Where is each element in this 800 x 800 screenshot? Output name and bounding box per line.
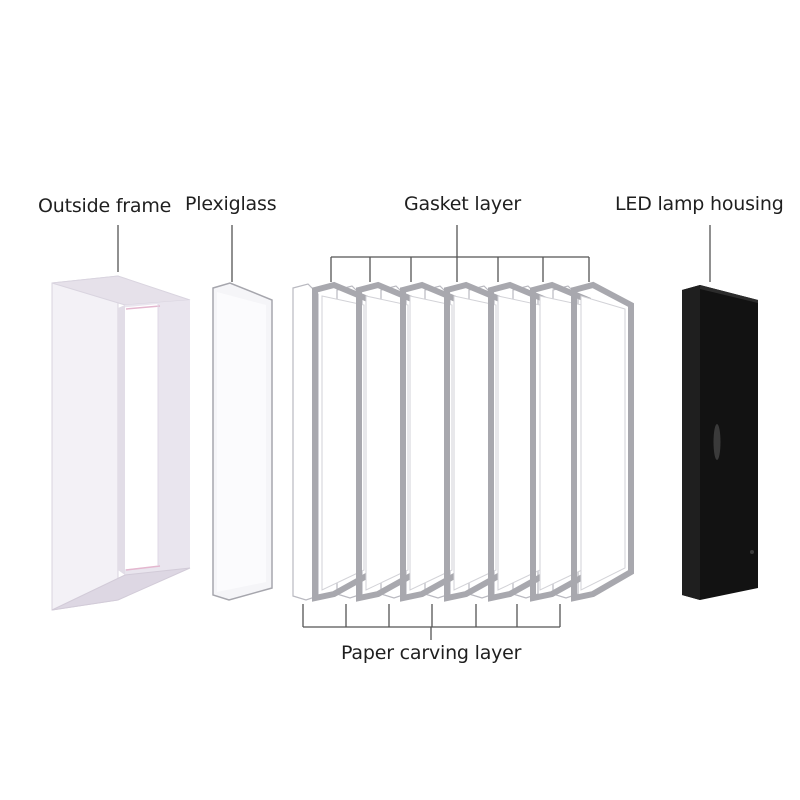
gasket-layer-label: Gasket layer [404, 193, 522, 215]
gasket-bracket [330, 225, 590, 282]
gasket-layer-5 [488, 281, 549, 602]
outside-frame-part [51, 275, 191, 611]
led-lamp-housing-part [682, 285, 758, 600]
paper-carving-layer-label: Paper carving layer [341, 642, 522, 664]
leader-lines [117, 225, 711, 640]
led-lamp-housing-label: LED lamp housing [615, 193, 784, 215]
gasket-layer-6 [530, 281, 591, 602]
paper-carving-bracket [302, 604, 561, 640]
plexiglass-part [212, 282, 273, 601]
gasket-paper-stack [292, 281, 634, 602]
gasket-layer-7 [571, 281, 634, 602]
plexiglass-label: Plexiglass [185, 193, 277, 215]
outside-frame-label: Outside frame [38, 195, 172, 217]
